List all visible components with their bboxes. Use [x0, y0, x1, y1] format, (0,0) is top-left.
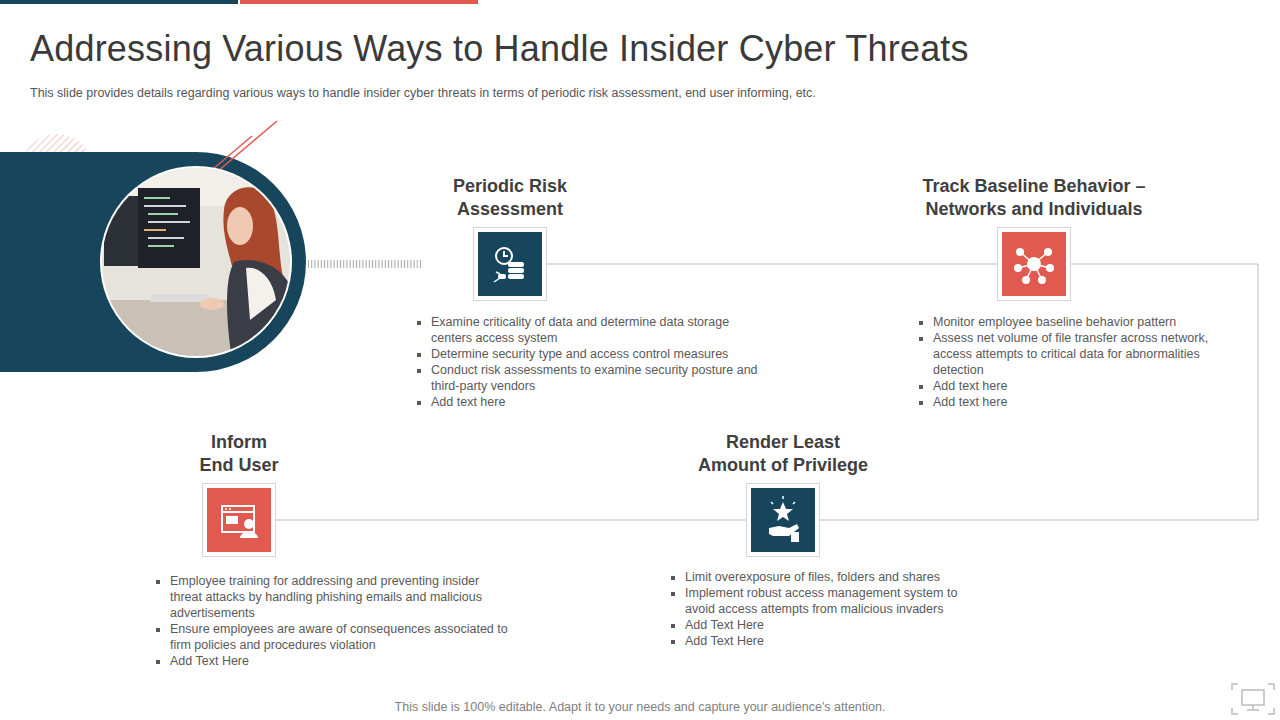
photo-panel	[0, 152, 306, 372]
step-icon	[207, 488, 271, 552]
icon-shape	[771, 496, 795, 504]
monitor	[104, 196, 140, 266]
top-bar	[240, 0, 478, 4]
step-icon-box: Inform End UserEmployee training for add…	[202, 483, 276, 557]
bullet-text: Assess net volume of file transfer acros…	[933, 330, 1233, 378]
icon-shape	[225, 508, 227, 510]
bullet-text: Add text here	[933, 394, 1233, 410]
code-line	[148, 245, 174, 247]
bullet-list: Monitor employee baseline behavior patte…	[916, 314, 1233, 410]
monitor-icon	[1247, 709, 1259, 711]
face	[227, 207, 253, 245]
bullet-text: Implement robust access management syste…	[685, 585, 985, 617]
code-line	[148, 213, 178, 215]
bullet-text: Add text here	[431, 394, 771, 410]
monitor	[138, 188, 200, 268]
connector-line	[276, 520, 746, 521]
step-heading: Periodic Risk Assessment	[425, 175, 595, 221]
monitor-icon	[1242, 690, 1264, 705]
icon-fill	[1002, 232, 1066, 296]
icon-shape	[791, 532, 799, 542]
tick-line	[308, 260, 422, 268]
icon-shape	[1027, 257, 1041, 271]
icon-shape	[508, 274, 524, 279]
photo	[100, 166, 292, 360]
icon-shape	[240, 532, 258, 538]
bullet-list: Limit overexposure of files, folders and…	[668, 569, 985, 649]
shirt-pattern	[246, 268, 276, 320]
bullet-text: Limit overexposure of files, folders and…	[685, 569, 985, 585]
bullet-text: Add text here	[933, 378, 1233, 394]
bullet-text: Determine security type and access contr…	[431, 346, 771, 362]
keyboard	[150, 294, 210, 302]
icon-shape	[229, 508, 231, 510]
icon-shape	[1016, 248, 1024, 256]
step-heading: Track Baseline Behavior – Networks and I…	[914, 175, 1154, 221]
bullet-list: Employee training for addressing and pre…	[153, 573, 510, 669]
bullet-text: Examine criticality of data and determin…	[431, 314, 771, 346]
bullet-text: Add Text Here	[685, 617, 985, 633]
icon-shape	[496, 248, 512, 264]
bullet-text: Add Text Here	[170, 653, 510, 669]
step-heading: Inform End User	[195, 431, 283, 477]
step-heading: Render Least Amount of Privilege	[693, 431, 873, 477]
bullet-text: Add Text Here	[685, 633, 985, 649]
footer-note: This slide is 100% editable. Adapt it to…	[0, 699, 1280, 715]
bullet-text: Employee training for addressing and pre…	[170, 573, 510, 621]
icon-shape	[226, 516, 238, 524]
icon-shape	[1044, 248, 1052, 256]
icon-shape	[1014, 264, 1022, 272]
icon-shape	[773, 502, 793, 521]
code-line	[148, 237, 184, 239]
icon-shape	[1046, 264, 1054, 272]
connector-line	[547, 264, 997, 265]
code-line	[144, 197, 170, 199]
step-icon	[751, 488, 815, 552]
slide-caption: This slide provides details regarding va…	[30, 85, 816, 101]
icon-shape	[222, 506, 254, 532]
bullet-text: Ensure employees are aware of consequenc…	[170, 621, 510, 653]
icon-shape	[1018, 252, 1050, 280]
icon-shape	[508, 268, 524, 273]
icon-shape	[508, 262, 524, 267]
hand	[200, 298, 224, 310]
step-icon-box: Render Least Amount of PrivilegeLimit ov…	[746, 483, 820, 557]
icon-fill	[478, 232, 542, 296]
connector-line	[820, 264, 1258, 520]
code-line	[144, 229, 166, 231]
slide-title: Addressing Various Ways to Handle Inside…	[30, 28, 969, 70]
icon-shape	[494, 272, 500, 282]
icon-shape	[504, 251, 508, 256]
bullet-text: Monitor employee baseline behavior patte…	[933, 314, 1233, 330]
icon-fill	[207, 488, 271, 552]
step-icon	[478, 232, 542, 296]
bullet-list: Examine criticality of data and determin…	[414, 314, 771, 410]
icon-shape	[222, 511, 254, 513]
corner-brackets	[1232, 684, 1274, 714]
code-line	[144, 205, 186, 207]
step-icon	[1002, 232, 1066, 296]
code-line	[148, 221, 190, 223]
top-bar	[0, 0, 238, 4]
icon-fill	[751, 488, 815, 552]
icon-shape	[244, 519, 254, 529]
icon-shape	[1038, 276, 1046, 284]
bullet-text: Conduct risk assessments to examine secu…	[431, 362, 771, 394]
shirt	[227, 260, 292, 360]
step-icon-box: Periodic Risk AssessmentExamine critical…	[473, 227, 547, 301]
step-icon-box: Track Baseline Behavior – Networks and I…	[997, 227, 1071, 301]
icon-shape	[1022, 276, 1030, 284]
